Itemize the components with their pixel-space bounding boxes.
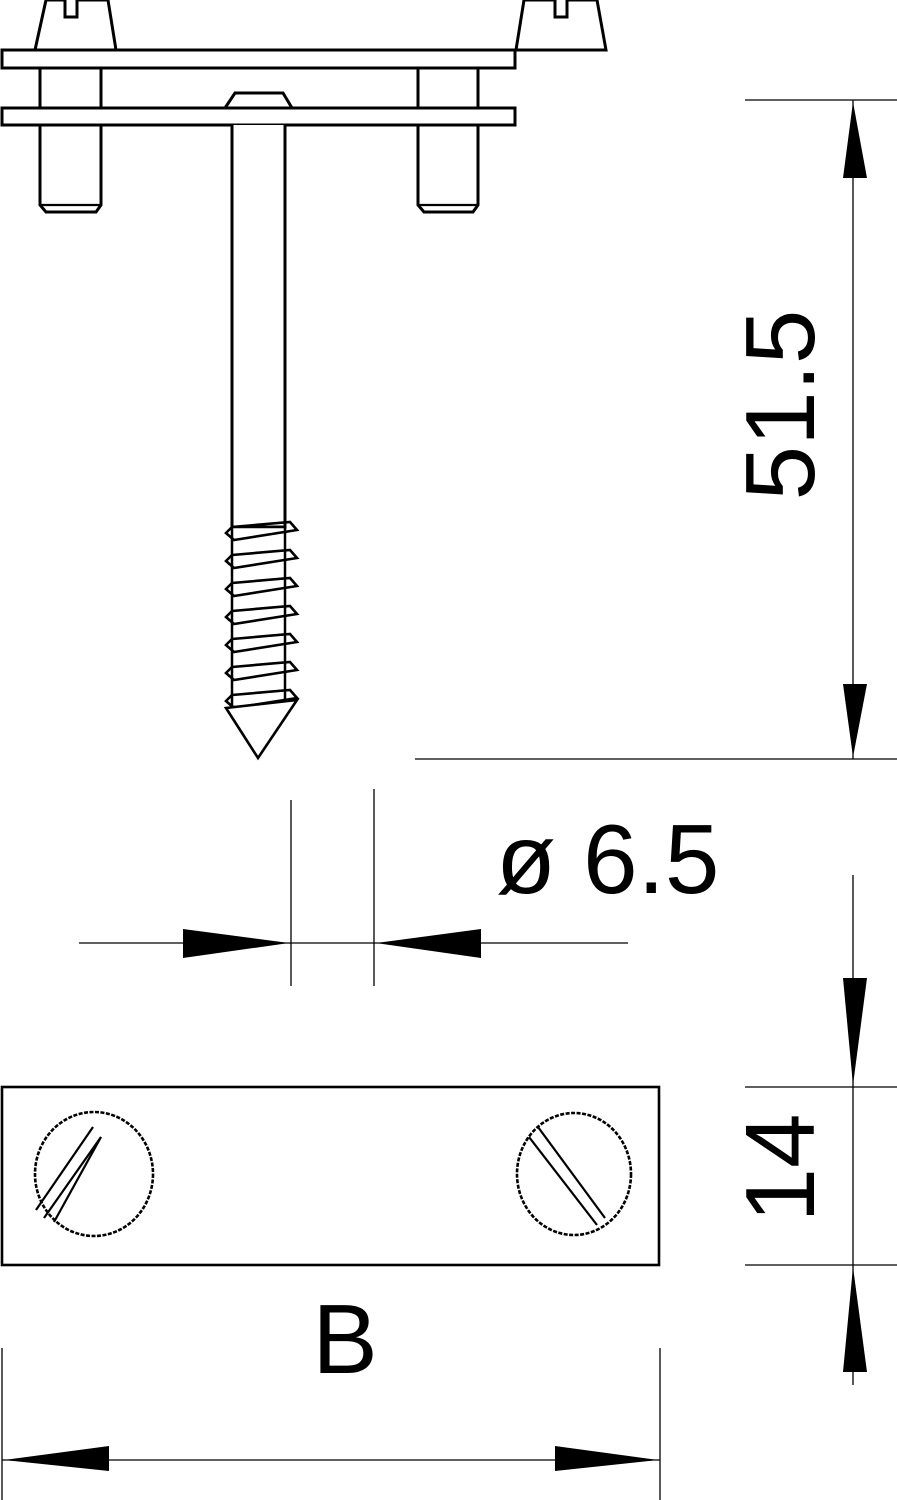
wood-screw-shaft bbox=[230, 125, 287, 529]
lower-plate bbox=[0, 106, 517, 127]
upper-plate bbox=[0, 48, 517, 70]
arrow-down-icon bbox=[843, 684, 867, 757]
arrow-left-icon bbox=[376, 929, 481, 958]
arrow-right-icon bbox=[183, 929, 289, 958]
arrow-up-icon bbox=[843, 1267, 867, 1372]
left-screw-shank bbox=[38, 65, 103, 214]
dimension-plate-width: B bbox=[1, 1284, 661, 1500]
right-screw-shank bbox=[416, 65, 480, 214]
plate-top-view bbox=[0, 1085, 661, 1267]
wood-screw-tip bbox=[223, 698, 300, 761]
arrow-left-icon bbox=[4, 1446, 109, 1471]
arrow-right-icon bbox=[555, 1446, 658, 1471]
left-screw-head bbox=[33, 0, 118, 52]
plate-height-label: 14 bbox=[725, 1113, 835, 1222]
side-view bbox=[0, 0, 608, 761]
right-screw-head bbox=[514, 0, 608, 52]
wood-screw-thread bbox=[223, 520, 300, 761]
right-screw-slot-icon bbox=[515, 1111, 633, 1237]
plate-width-label: B bbox=[312, 1284, 377, 1394]
arrow-up-icon bbox=[843, 102, 867, 178]
dimension-screw-length: 51.5 bbox=[415, 99, 897, 760]
dimension-screw-diameter: ø 6.5 bbox=[79, 789, 719, 986]
screw-diameter-label: ø 6.5 bbox=[496, 804, 719, 914]
screw-length-label: 51.5 bbox=[725, 310, 835, 501]
top-view bbox=[0, 1085, 661, 1267]
left-screw-slot-icon bbox=[33, 1110, 155, 1238]
dimension-plate-height: 14 bbox=[725, 875, 897, 1385]
arrow-down-icon bbox=[843, 978, 867, 1085]
wood-screw-head bbox=[222, 91, 295, 110]
